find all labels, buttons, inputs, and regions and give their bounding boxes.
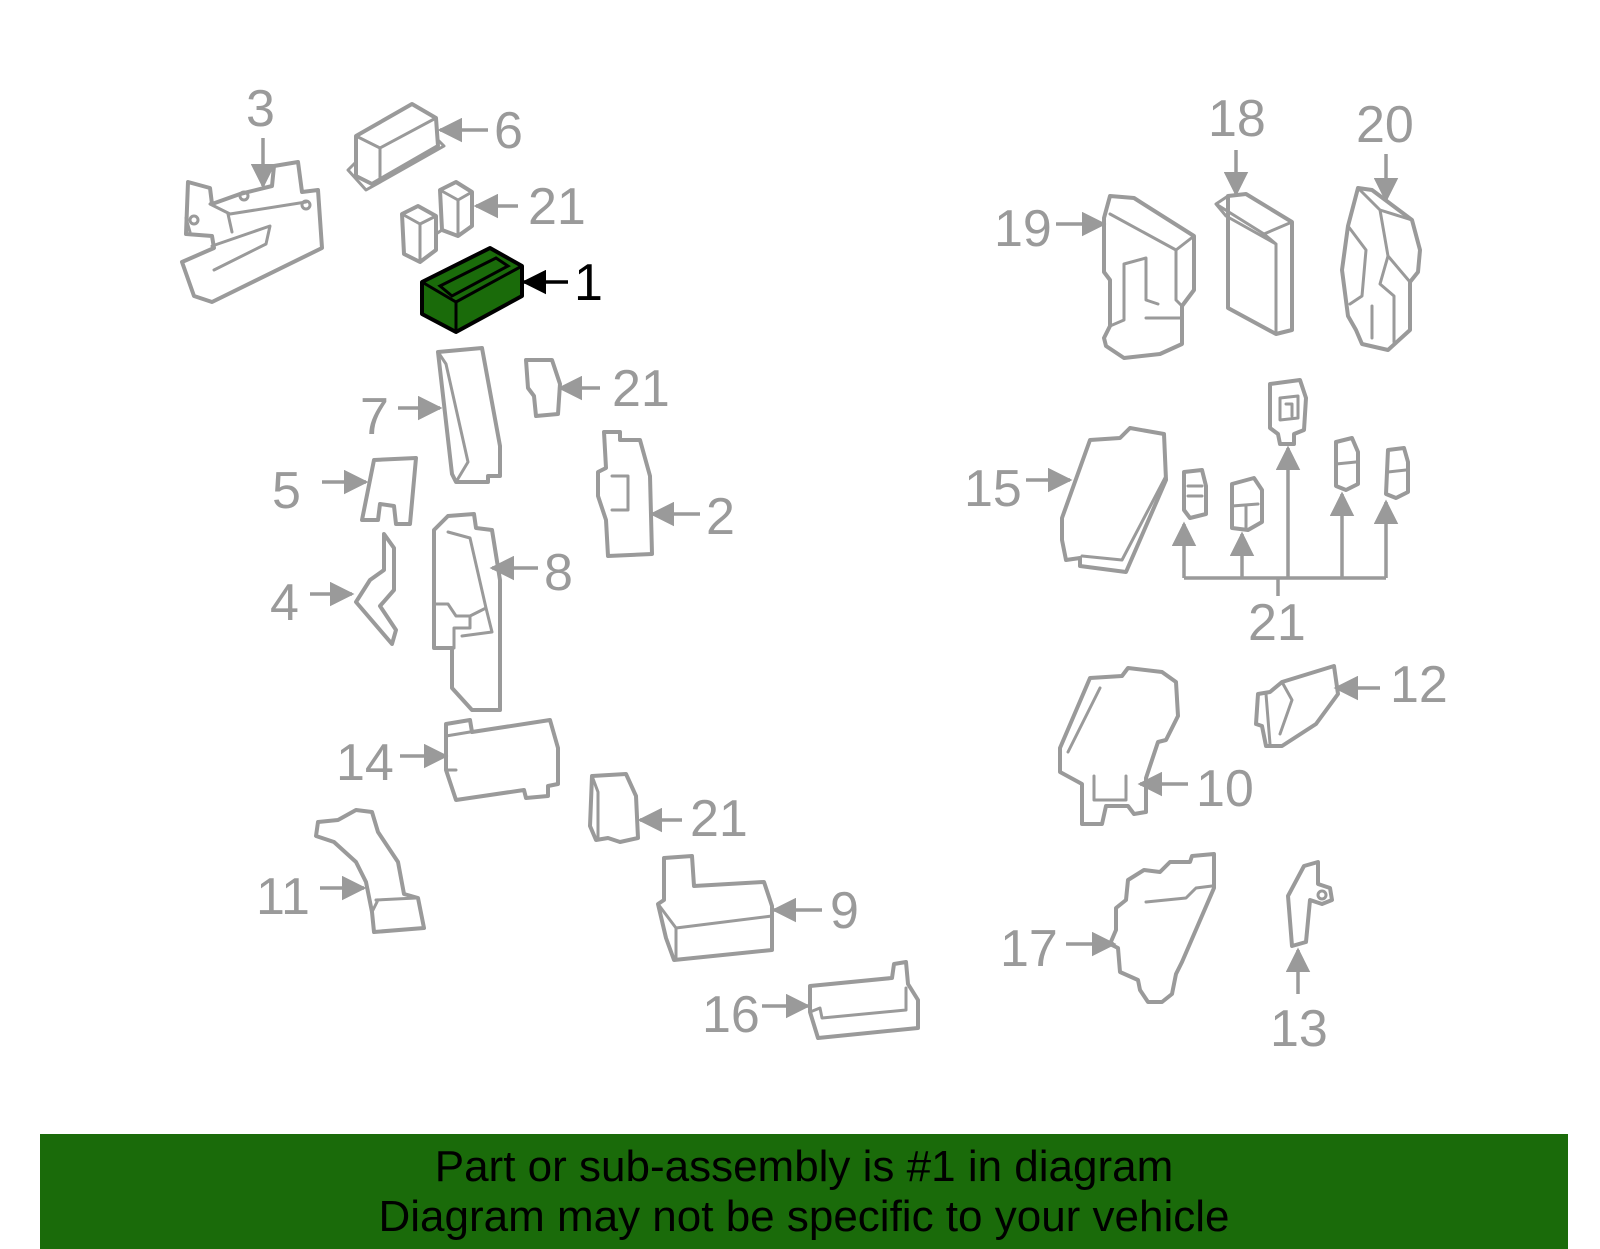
callout-4: 4	[270, 574, 299, 632]
caption-line-2: Diagram may not be specific to your vehi…	[378, 1192, 1230, 1241]
part-12[interactable]	[1254, 664, 1340, 748]
caption-line-1: Part or sub-assembly is #1 in diagram	[434, 1142, 1174, 1191]
callout-7: 7	[360, 388, 389, 446]
part-2[interactable]	[596, 430, 654, 558]
part-21-relay-mid[interactable]	[524, 358, 562, 418]
part-7[interactable]	[436, 346, 502, 484]
callout-14: 14	[336, 734, 394, 792]
part-13[interactable]	[1286, 860, 1334, 948]
callout-11: 11	[256, 868, 310, 926]
part-18[interactable]	[1214, 192, 1294, 336]
callout-21-group: 21	[1248, 594, 1306, 652]
part-15[interactable]	[1060, 426, 1168, 574]
callout-9: 9	[830, 882, 859, 940]
part-21-relays-top[interactable]	[400, 180, 474, 264]
callout-20: 20	[1356, 96, 1414, 154]
part-11[interactable]	[314, 808, 426, 934]
callout-13: 13	[1270, 1000, 1328, 1058]
callout-15: 15	[964, 460, 1022, 518]
part-17[interactable]	[1108, 852, 1216, 1004]
part-21-relay-group[interactable]	[1182, 378, 1410, 532]
callout-12: 12	[1390, 656, 1448, 714]
callout-1: 1	[574, 254, 603, 312]
callout-8: 8	[544, 544, 573, 602]
part-8[interactable]	[432, 512, 502, 712]
callout-21-top: 21	[528, 178, 586, 236]
part-14[interactable]	[444, 718, 560, 802]
part-1-highlighted[interactable]	[420, 246, 524, 334]
callout-16: 16	[702, 986, 760, 1044]
part-19[interactable]	[1102, 194, 1196, 360]
callout-17: 17	[1000, 920, 1058, 978]
callout-3: 3	[246, 80, 275, 138]
callout-10: 10	[1196, 760, 1254, 818]
part-4[interactable]	[354, 532, 398, 646]
part-9[interactable]	[656, 854, 774, 962]
caption-banner: Part or sub-assembly is #1 in diagram Di…	[40, 1134, 1568, 1249]
callout-19: 19	[994, 200, 1052, 258]
callout-2: 2	[706, 488, 735, 546]
part-21-relay-lower[interactable]	[588, 772, 640, 844]
callout-21-lower: 21	[690, 790, 748, 848]
part-10[interactable]	[1058, 666, 1180, 826]
callout-21-mid: 21	[612, 360, 670, 418]
part-6[interactable]	[346, 102, 446, 192]
part-16[interactable]	[808, 960, 920, 1040]
part-5[interactable]	[360, 456, 418, 526]
part-3[interactable]	[180, 160, 324, 304]
callout-5: 5	[272, 462, 301, 520]
part-20[interactable]	[1340, 186, 1422, 352]
callout-18: 18	[1208, 90, 1266, 148]
callout-6: 6	[494, 102, 523, 160]
